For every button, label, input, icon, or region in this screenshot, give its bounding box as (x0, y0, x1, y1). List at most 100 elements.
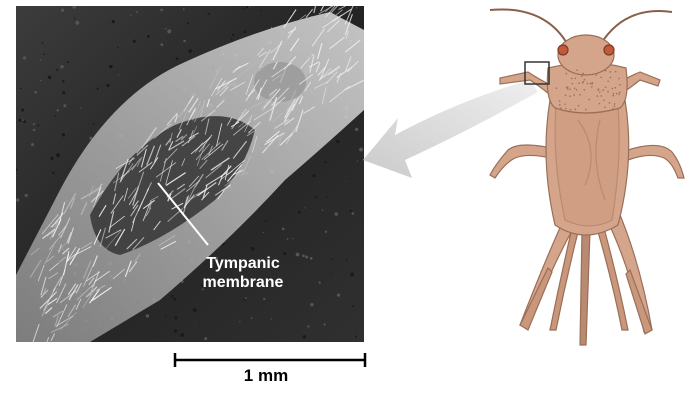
pronotum-dot (612, 108, 614, 110)
speckle (307, 325, 309, 327)
pronotum-dot (559, 104, 561, 106)
speckle (263, 232, 264, 233)
pronotum-dot (585, 109, 587, 111)
pronotum-dot (564, 103, 566, 105)
pronotum-dot (582, 73, 584, 75)
speckle (54, 116, 55, 117)
speckle (349, 178, 350, 179)
speckle (287, 238, 289, 240)
speckle (350, 272, 354, 276)
speckle (246, 6, 249, 9)
pronotum-dot (615, 71, 617, 73)
pronotum-dot (575, 109, 577, 111)
pronotum-dot (569, 89, 571, 91)
speckle (337, 293, 340, 296)
pronotum-dot (581, 75, 583, 77)
pronotum-dot (614, 105, 616, 107)
speckle (231, 39, 232, 40)
speckle (303, 335, 306, 338)
pronotum-dot (605, 70, 607, 72)
speckle (160, 43, 163, 46)
pronotum-dot (568, 70, 570, 72)
pronotum-dot (613, 95, 615, 97)
speckle (346, 6, 348, 8)
speckle (326, 196, 327, 197)
speckle (204, 337, 207, 340)
pronotum-dot (609, 102, 611, 104)
pronotum-dot (618, 94, 620, 96)
pronotum-dot (590, 83, 592, 85)
speckle (355, 336, 357, 338)
speckle (335, 212, 338, 215)
pronotum-dot (619, 92, 621, 94)
speckle (180, 333, 184, 337)
speckle (146, 314, 149, 317)
speckle (183, 8, 185, 10)
speckle (174, 329, 178, 333)
speckle (165, 28, 166, 29)
pronotum-dot (597, 95, 599, 97)
pronotum-dot (574, 78, 576, 80)
speckle (282, 228, 285, 231)
speckle (117, 47, 119, 49)
speckle (62, 80, 64, 82)
speckle (23, 120, 26, 123)
speckle (251, 247, 255, 251)
speckle (183, 40, 186, 43)
speckle (199, 322, 200, 323)
speckle (160, 8, 163, 11)
speckle (244, 299, 246, 301)
pronotum-dot (605, 86, 607, 88)
speckle (50, 157, 53, 160)
speckle (31, 143, 34, 146)
speckle (52, 172, 54, 174)
pronotum-dot (599, 91, 601, 93)
speckle (56, 69, 58, 71)
pronotum-dot (572, 83, 574, 85)
pronotum-dot (571, 78, 573, 80)
speckle (34, 91, 37, 94)
speckle (44, 54, 46, 56)
pronotum-dot (600, 95, 602, 97)
scale-bar-label: 1 mm (236, 366, 296, 386)
speckle (72, 5, 76, 9)
speckle (310, 303, 313, 306)
speckle (97, 88, 99, 90)
pronotum-dot (567, 88, 569, 90)
pronotum-dot (565, 108, 567, 110)
speckle (109, 65, 113, 69)
speckle (18, 119, 21, 122)
tympanic-membrane-label: Tympanic membrane (188, 254, 298, 292)
speckle (260, 10, 262, 12)
speckle (62, 91, 65, 94)
speckle (165, 315, 167, 317)
speckle (61, 9, 64, 12)
pronotum-dot (607, 80, 609, 82)
tympanic-membrane-label-line1: Tympanic (188, 254, 298, 273)
speckle (304, 207, 305, 208)
speckle (23, 56, 26, 59)
speckle (322, 209, 324, 211)
speckle (359, 148, 363, 152)
speckle (167, 29, 171, 33)
speckle (312, 174, 315, 177)
pronotum-dot (591, 86, 593, 88)
speckle (80, 108, 81, 109)
pronotum-dot (573, 94, 575, 96)
speckle (63, 104, 66, 107)
pronotum-dot (566, 73, 568, 75)
speckle (352, 212, 355, 215)
pronotum-dot (596, 74, 598, 76)
speckle (292, 238, 293, 239)
speckle (187, 22, 189, 24)
pronotum-dot (607, 91, 609, 93)
speckle (298, 211, 301, 214)
speckle (25, 194, 28, 197)
speckle (265, 220, 267, 222)
speckle (355, 128, 358, 131)
speckle (193, 308, 197, 312)
pronotum-dot (600, 77, 602, 79)
speckle (323, 323, 325, 325)
speckle (188, 49, 192, 53)
